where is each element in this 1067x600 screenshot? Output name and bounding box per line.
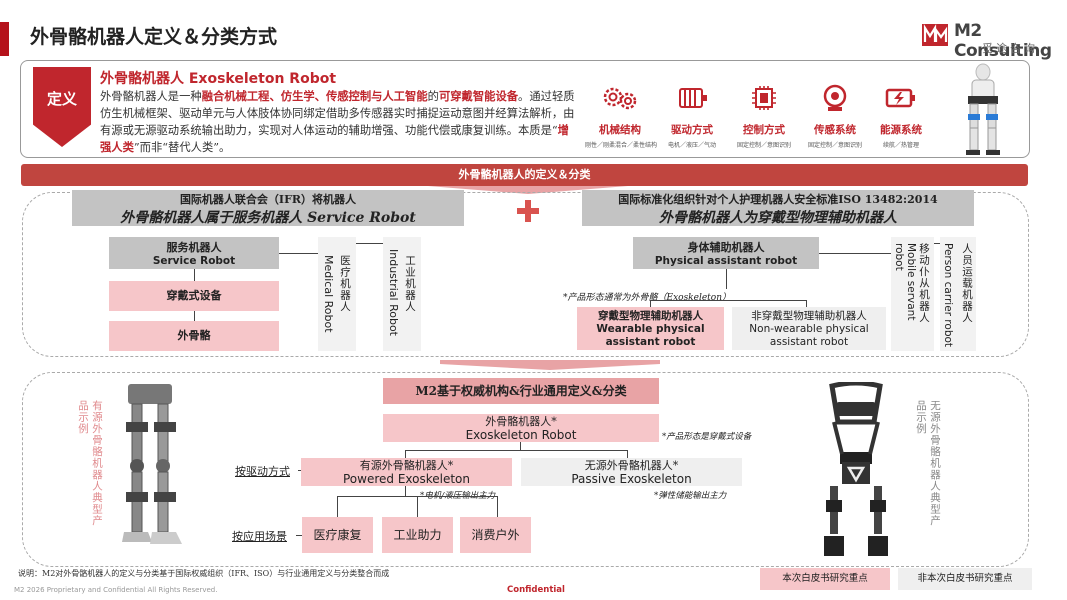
powered-example-caption: 有源外骨骼机器人典型产品示例 bbox=[77, 400, 103, 527]
connector-line bbox=[806, 300, 807, 307]
copyright: M2 2026 Proprietary and Confidential All… bbox=[14, 586, 218, 594]
page-title: 外骨骼机器人定义＆分类方式 bbox=[30, 26, 278, 48]
section-banner: 外骨骼机器人的定义＆分类 bbox=[21, 164, 1028, 186]
definition-tag-label: 定义 bbox=[46, 90, 77, 108]
logo-cn: 觅途咨询 bbox=[982, 42, 1038, 55]
motor-icon bbox=[679, 88, 707, 108]
connector-line bbox=[650, 300, 806, 301]
feature-drive: 驱动方式 电机／液压／气动 bbox=[657, 84, 727, 149]
service-robot-box: 服务机器人 Service Robot bbox=[109, 237, 279, 269]
battery-icon bbox=[885, 88, 915, 108]
gears-icon bbox=[603, 87, 637, 110]
connector-line bbox=[726, 269, 727, 289]
legend-focus: 本次白皮书研究重点 bbox=[760, 568, 890, 590]
feature-mechanical: 机械结构 刚性／刚柔混合／柔性结构 bbox=[585, 84, 657, 149]
connector-line bbox=[405, 450, 406, 458]
scene-consumer: 消费户外 bbox=[460, 517, 531, 553]
connector-line bbox=[405, 450, 627, 451]
connector-line bbox=[819, 253, 913, 254]
ifr-header-box: 国际机器人联合会（IFR）将机器人 外骨骼机器人属于服务机器人 Service … bbox=[72, 190, 464, 226]
person-carrier-pillar: 人员运载机器人 Person carrier robot bbox=[940, 237, 976, 351]
scene-industrial: 工业助力 bbox=[382, 517, 453, 553]
definition-body: 外骨骼机器人是一种融合机械工程、仿生学、传感控制与人工智能的可穿戴智能设备。通过… bbox=[100, 89, 575, 154]
connector-line bbox=[194, 269, 195, 281]
banner-arrow bbox=[428, 186, 628, 194]
nonwearable-physical-box: 非穿戴型物理辅助机器人 Non-wearable physical assist… bbox=[732, 307, 886, 350]
connector-line bbox=[913, 243, 961, 244]
mid-arrow bbox=[440, 360, 660, 370]
wearable-physical-box: 穿戴型物理辅助机器人 Wearable physical assistant r… bbox=[577, 307, 724, 350]
exoskeleton-box: 外骨骼 bbox=[109, 321, 279, 351]
m2-logo-icon bbox=[922, 24, 948, 46]
connector-line bbox=[298, 470, 301, 471]
legend-nonfocus: 非本次白皮书研究重点 bbox=[898, 568, 1032, 590]
definition-card bbox=[20, 60, 1030, 158]
connector-line bbox=[345, 243, 407, 244]
powered-exo-box: 有源外骨骼机器人* Powered Exoskeleton bbox=[301, 458, 512, 486]
feature-sensor: 传感系统 固定控制／意图识别 bbox=[800, 84, 870, 149]
scene-medical: 医疗康复 bbox=[302, 517, 373, 553]
passive-exoskeleton-image bbox=[824, 382, 888, 556]
wearable-device-box: 穿戴式设备 bbox=[109, 281, 279, 311]
sensor-icon bbox=[823, 84, 847, 111]
mobile-servant-pillar: 移动仆从机器人 Mobile servant robot bbox=[891, 237, 934, 351]
powered-exoskeleton-image bbox=[122, 384, 182, 544]
passive-note: *弹性储能输出主力 bbox=[654, 491, 727, 501]
connector-line bbox=[520, 442, 521, 450]
confidential-label: Confidential bbox=[507, 585, 565, 595]
connector-line bbox=[650, 300, 651, 307]
passive-exo-box: 无源外骨骼机器人* Passive Exoskeleton bbox=[521, 458, 742, 486]
iso-header-box: 国际标准化组织针对个人护理机器人安全标准ISO 13482:2014 外骨骼机器… bbox=[582, 190, 974, 226]
exoskeleton-robot-box: 外骨骼机器人* Exoskeleton Robot bbox=[383, 414, 659, 442]
m2-title-box: M2基于权威机构&行业通用定义&分类 bbox=[383, 378, 659, 404]
connector-line bbox=[497, 496, 498, 517]
connector-line bbox=[296, 535, 302, 536]
logo-name: M2 Consulting bbox=[954, 21, 1052, 61]
feature-energy: 能源系统 续航／热管理 bbox=[866, 84, 936, 149]
classification-region bbox=[22, 192, 1029, 357]
powered-note: *电机/液压输出主力 bbox=[420, 491, 496, 501]
feature-control: 控制方式 固定控制／意图识别 bbox=[729, 84, 799, 149]
passive-example-caption: 无源外骨骼机器人典型产品示例 bbox=[915, 400, 941, 527]
exo-note: *产品形态是穿戴式设备 bbox=[662, 432, 752, 442]
connector-line bbox=[337, 496, 338, 517]
plus-icon bbox=[517, 200, 539, 222]
connector-line bbox=[627, 450, 628, 458]
connector-line bbox=[279, 253, 345, 254]
definition-heading: 外骨骼机器人 Exoskeleton Robot bbox=[100, 71, 337, 87]
scene-label: 按应用场景 bbox=[232, 530, 287, 543]
industrial-robot-pillar: 工业机器人 Industrial Robot bbox=[383, 237, 421, 351]
connector-line bbox=[417, 496, 418, 517]
footer-note: 说明：M2对外骨骼机器人的定义与分类基于国际权威组织（IFR、ISO）与行业通用… bbox=[18, 569, 390, 578]
chip-icon bbox=[752, 86, 776, 110]
medical-robot-pillar: 医疗机器人 Medical Robot bbox=[318, 237, 356, 351]
m2-classification-region bbox=[22, 372, 1029, 567]
title-accent-bar bbox=[0, 22, 9, 56]
connector-line bbox=[194, 311, 195, 321]
physical-assistant-box: 身体辅助机器人 Physical assistant robot bbox=[633, 237, 819, 269]
connector-line bbox=[405, 486, 406, 496]
exoskeleton-robot-image bbox=[966, 63, 1000, 155]
drive-mode-label: 按驱动方式 bbox=[235, 465, 290, 478]
iso-note: *产品形态通常为外骨骼（Exoskeleton） bbox=[563, 293, 731, 303]
